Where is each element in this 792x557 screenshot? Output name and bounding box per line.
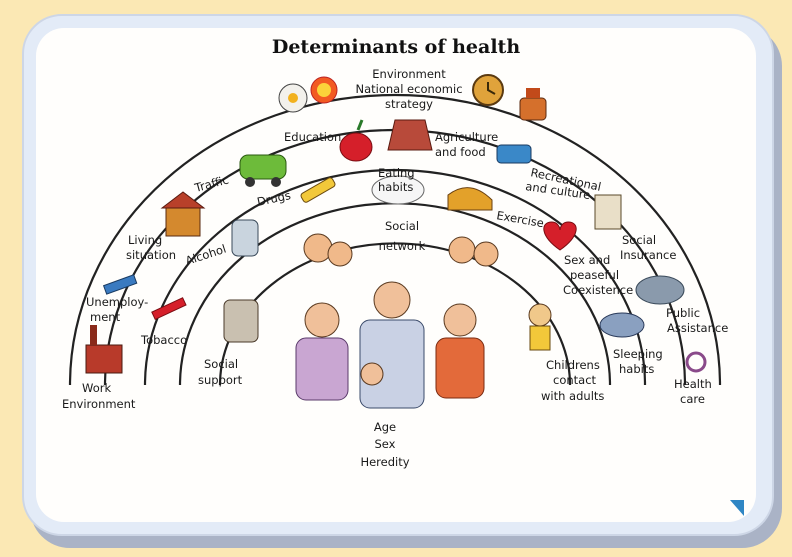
label-living: Living: [128, 233, 162, 247]
label-sex-and: Sex and: [564, 253, 610, 267]
label-unemployment-1: Unemploy-: [86, 295, 148, 309]
factory-icon: [86, 325, 122, 373]
label-with-adults: with adults: [541, 389, 604, 403]
sun-icon: [311, 77, 337, 103]
label-tobacco: Tobacco: [140, 333, 187, 347]
scale-icon: [520, 88, 546, 120]
support-hands-icon: [224, 300, 258, 342]
label-coexistence: Coexistence: [563, 283, 633, 297]
sleep-icon: [600, 313, 644, 337]
vacuum-icon: [636, 276, 684, 304]
family-core-icon: [296, 282, 484, 408]
money-bag-icon: [388, 120, 432, 150]
label-and-food: and food: [435, 145, 486, 159]
label-assistance: Assistance: [667, 321, 728, 335]
label-childrens: Childrens: [546, 358, 600, 372]
label-drugs: Drugs: [256, 188, 292, 209]
bottle-icon: [232, 220, 258, 256]
label-national-economic: National economic: [355, 82, 462, 96]
label-eating: Eating: [378, 166, 415, 180]
label-sleeping-habits: habits: [619, 362, 654, 376]
label-social-insurance-1: Social: [622, 233, 656, 247]
label-traffic: Traffic: [192, 172, 230, 195]
label-peaseful: peaseful: [570, 268, 619, 282]
label-sex: Sex: [375, 437, 396, 451]
stethoscope-icon: [687, 353, 705, 371]
label-social-insurance-2: Insurance: [620, 248, 676, 262]
paragraph-icon: [595, 195, 621, 229]
label-age: Age: [374, 420, 396, 434]
shoe-icon: [448, 188, 492, 210]
flower-icon: [279, 84, 307, 112]
label-work-environment: Environment: [62, 397, 136, 411]
label-work: Work: [82, 381, 111, 395]
apple-icon: [340, 120, 372, 161]
heart-icon: [544, 222, 576, 250]
label-situation: situation: [126, 248, 176, 262]
wrench-icon: [104, 275, 137, 294]
label-social-network-1: Social: [385, 219, 419, 233]
fishing-icon: [497, 145, 531, 163]
label-sleeping: Sleeping: [613, 347, 663, 361]
child-waving-icon: [529, 304, 551, 350]
label-environment: Environment: [372, 67, 446, 81]
next-slide-marker-icon[interactable]: [730, 500, 744, 516]
label-social-support-2: support: [198, 373, 243, 387]
label-social-support-1: Social: [204, 357, 238, 371]
label-education: Education: [284, 130, 341, 144]
label-contact: contact: [553, 373, 597, 387]
label-care: care: [680, 392, 705, 406]
label-unemployment-2: ment: [90, 310, 121, 324]
label-public: Public: [666, 306, 700, 320]
label-strategy: strategy: [385, 97, 433, 111]
label-heredity: Heredity: [360, 455, 409, 469]
cigarette-icon: [152, 298, 186, 320]
label-health: Health: [674, 377, 712, 391]
label-social-network-2: network: [379, 239, 426, 253]
clock-icon: [473, 75, 503, 105]
car-icon: [240, 155, 286, 187]
label-habits-eating: habits: [378, 180, 413, 194]
label-agriculture: Agriculture: [435, 130, 498, 144]
